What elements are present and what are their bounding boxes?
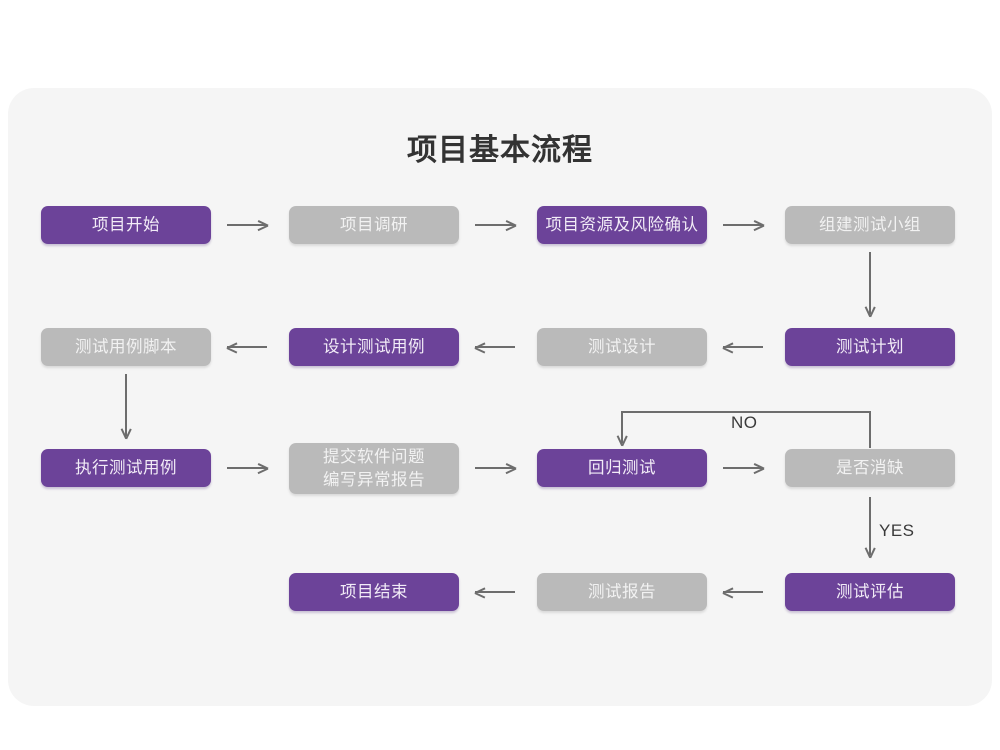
node-regression-test[interactable]: 回归测试 [537, 449, 707, 487]
node-defect-resolved[interactable]: 是否消缺 [785, 449, 955, 487]
node-resource-risk-confirm[interactable]: 项目资源及风险确认 [537, 206, 707, 244]
node-project-end[interactable]: 项目结束 [289, 573, 459, 611]
node-test-case-script[interactable]: 测试用例脚本 [41, 328, 211, 366]
connector-row1-seg2 [475, 224, 515, 226]
node-build-test-team[interactable]: 组建测试小组 [785, 206, 955, 244]
node-test-plan[interactable]: 测试计划 [785, 328, 955, 366]
connector-row2-seg3 [723, 346, 763, 348]
node-project-start[interactable]: 项目开始 [41, 206, 211, 244]
connector-team-to-plan [869, 252, 871, 314]
edge-label-no: NO [731, 413, 758, 432]
connector-no-loop-top [621, 411, 871, 413]
connector-row1-seg3 [723, 224, 763, 226]
node-test-design[interactable]: 测试设计 [537, 328, 707, 366]
node-test-report[interactable]: 测试报告 [537, 573, 707, 611]
connector-row2-seg1 [227, 346, 267, 348]
connector-script-to-execute [125, 374, 127, 436]
connector-row3-seg3 [723, 467, 763, 469]
edge-label-yes: YES [879, 521, 915, 540]
node-test-evaluation[interactable]: 测试评估 [785, 573, 955, 611]
connector-row4-seg2 [723, 591, 763, 593]
diagram-panel [8, 88, 992, 706]
connector-row2-seg2 [475, 346, 515, 348]
connector-yes-branch [869, 497, 871, 555]
node-design-test-case[interactable]: 设计测试用例 [289, 328, 459, 366]
connector-row1-seg1 [227, 224, 267, 226]
node-project-research[interactable]: 项目调研 [289, 206, 459, 244]
connector-no-loop-right [869, 412, 871, 448]
connector-row3-seg1 [227, 467, 267, 469]
connector-row4-seg1 [475, 591, 515, 593]
connector-row3-seg2 [475, 467, 515, 469]
node-submit-issue-report[interactable]: 提交软件问题 编写异常报告 [289, 443, 459, 494]
connector-no-loop-left [621, 411, 623, 443]
page-title: 项目基本流程 [407, 134, 593, 167]
node-execute-test-case[interactable]: 执行测试用例 [41, 449, 211, 487]
